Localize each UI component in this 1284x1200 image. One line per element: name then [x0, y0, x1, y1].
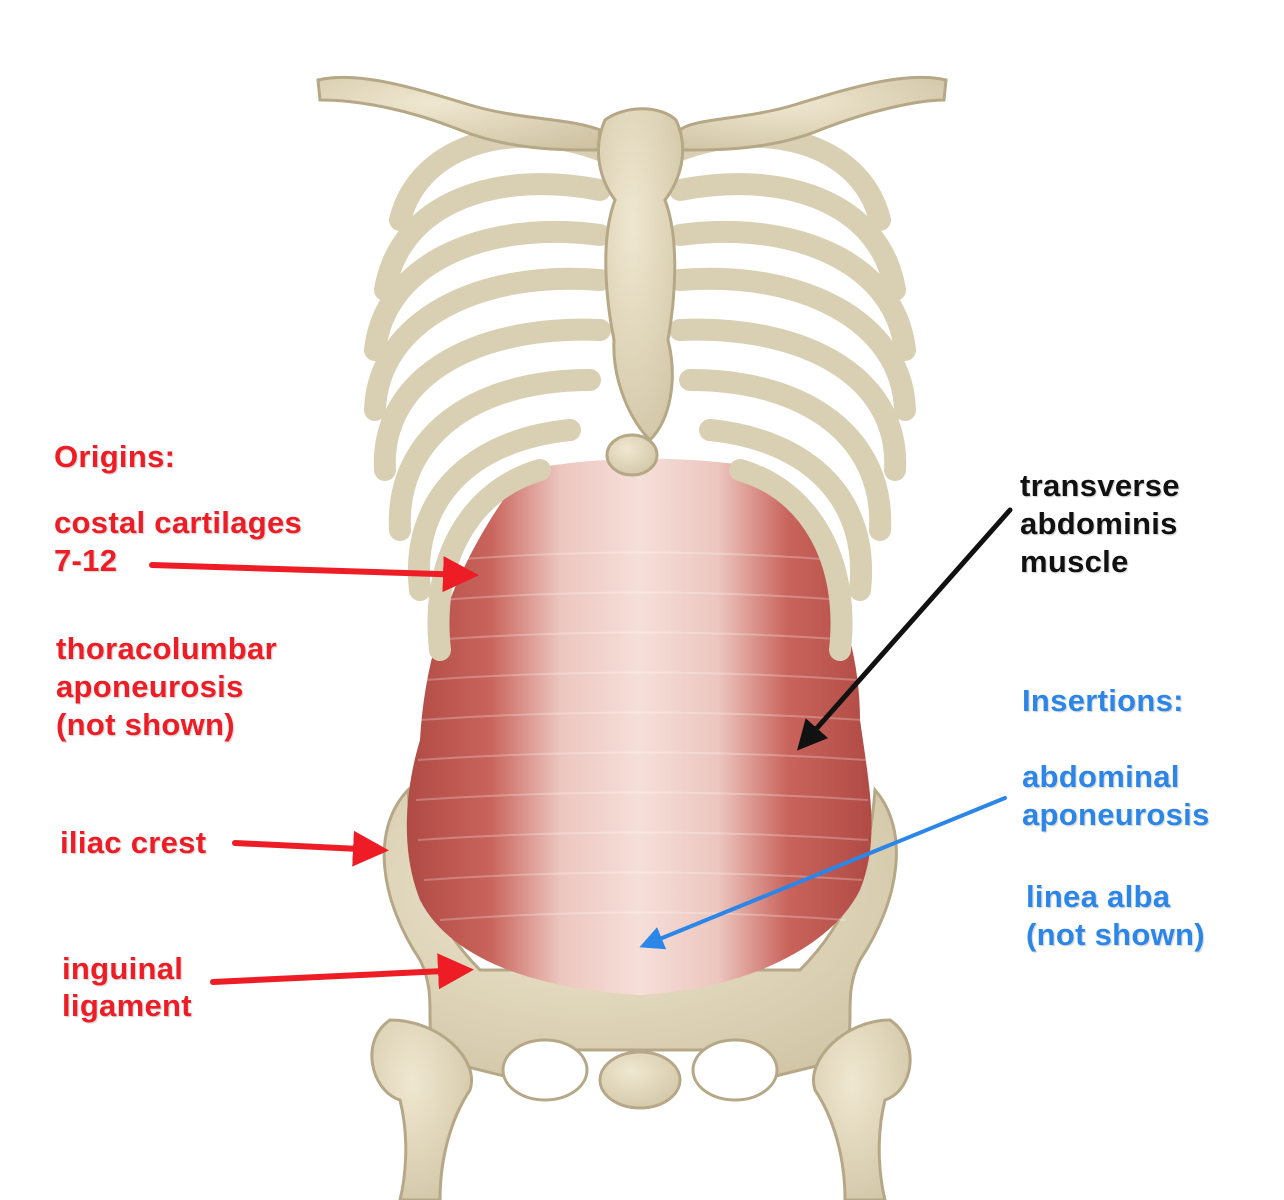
iliac-arrow [232, 830, 389, 867]
label-arrows [149, 507, 1013, 990]
thoracolumbar-label-line2: aponeurosis [56, 669, 244, 704]
muscle-arrow [797, 507, 1013, 751]
costal-cartilages-range-label: 7-12 [54, 543, 118, 578]
inguinal-ligament-label: inguinal [62, 951, 184, 986]
costal-cartilages-label: costal cartilages [54, 505, 303, 540]
linea-alba-label: linea alba [1026, 879, 1171, 914]
origins-heading: Origins: [54, 439, 176, 474]
thoracolumbar-label: thoracolumbar [56, 631, 277, 666]
linea-alba-label-line2: (not shown) [1026, 917, 1205, 952]
pelvis-bones [370, 786, 912, 1200]
ribcage [364, 125, 916, 661]
insertions-heading: Insertions: [1022, 683, 1184, 718]
muscle-label-line3: muscle [1020, 544, 1129, 579]
costal-arrow [149, 556, 479, 593]
iliac-crest-label: iliac crest [60, 825, 207, 860]
inguinal-ligament-label-line2: ligament [62, 988, 192, 1023]
abdominal-aponeurosis-label: abdominal [1022, 759, 1180, 794]
clavicles-and-sternum [316, 75, 948, 477]
aponeurosis-arrow [639, 796, 1007, 950]
abdominal-aponeurosis-label-line2: aponeurosis [1022, 797, 1210, 832]
transverse-abdominis-muscle [406, 458, 872, 995]
inguinal-arrow [210, 953, 474, 990]
thoracolumbar-label-line3: (not shown) [56, 707, 235, 742]
muscle-label: transverse [1020, 468, 1180, 503]
muscle-label-line2: abdominis [1020, 506, 1178, 541]
